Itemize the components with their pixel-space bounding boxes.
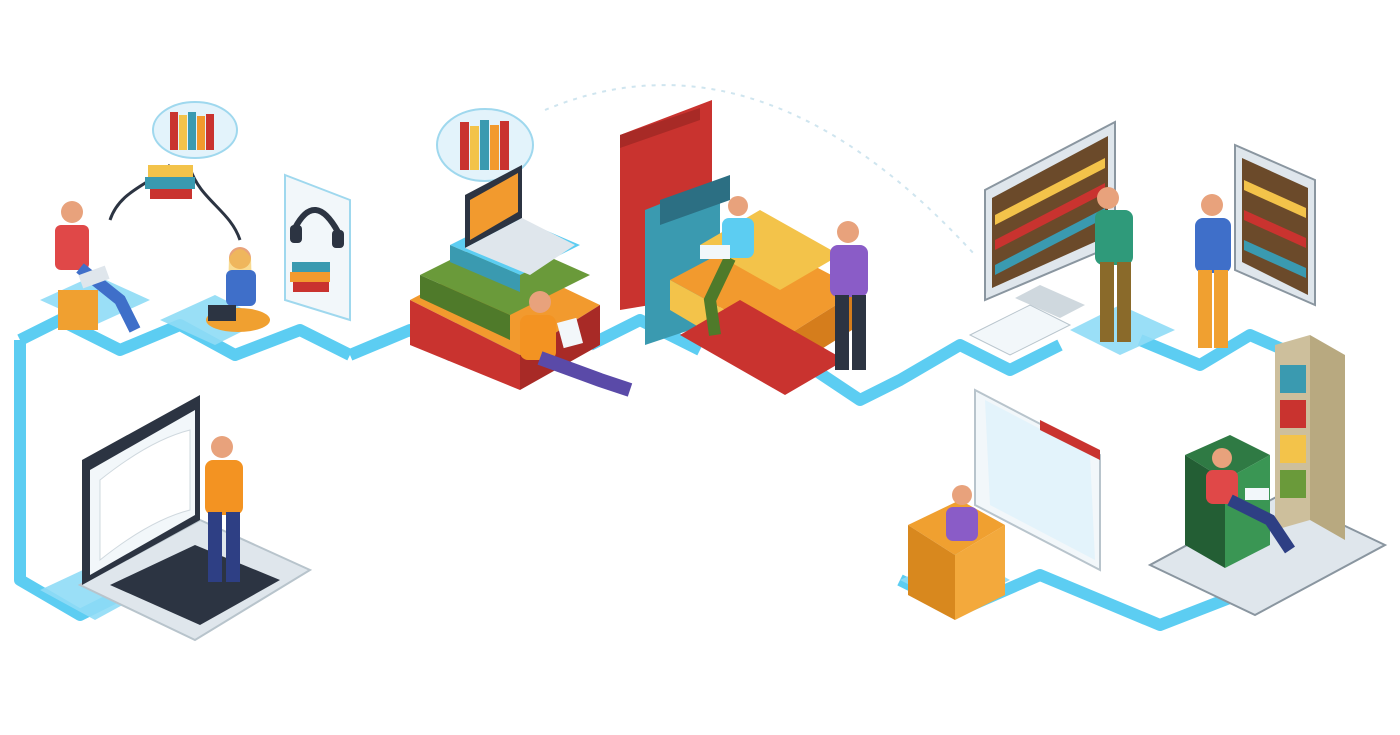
laptop-on-books [465,165,575,275]
cloud-books-icon-2 [436,108,534,182]
sitting-man-reading [700,196,754,336]
laptop-open-book-scene [77,395,313,642]
standing-man-green-jacket [1095,187,1133,342]
headphones-icon [290,207,344,248]
bookcase [1275,335,1345,540]
standing-woman-blue-shirt [1195,194,1231,348]
headphones-card [284,173,351,322]
tablet-bookshelf-scene [1195,143,1316,348]
sitting-girl-with-tablet [206,247,270,332]
green-armchair-bookcase-scene [1147,335,1388,617]
open-book-armchair-scene [908,388,1101,620]
seated-listener-person [55,201,141,333]
monitor-books [995,158,1105,275]
standing-man-orange-shirt [205,436,243,582]
seated-man-red-shirt-reading [1206,448,1295,554]
reclining-man-orange-shirt [520,291,633,397]
audiobook-listeners-scene [55,101,351,333]
seated-man-purple-shirt [946,485,978,541]
book-stack-laptop-scene [410,108,633,397]
desktop-bookshelf-scene [968,120,1133,356]
cloud-books-icon [152,101,238,159]
giant-books-scene [544,84,976,395]
standing-man-purple-shirt [830,221,868,370]
